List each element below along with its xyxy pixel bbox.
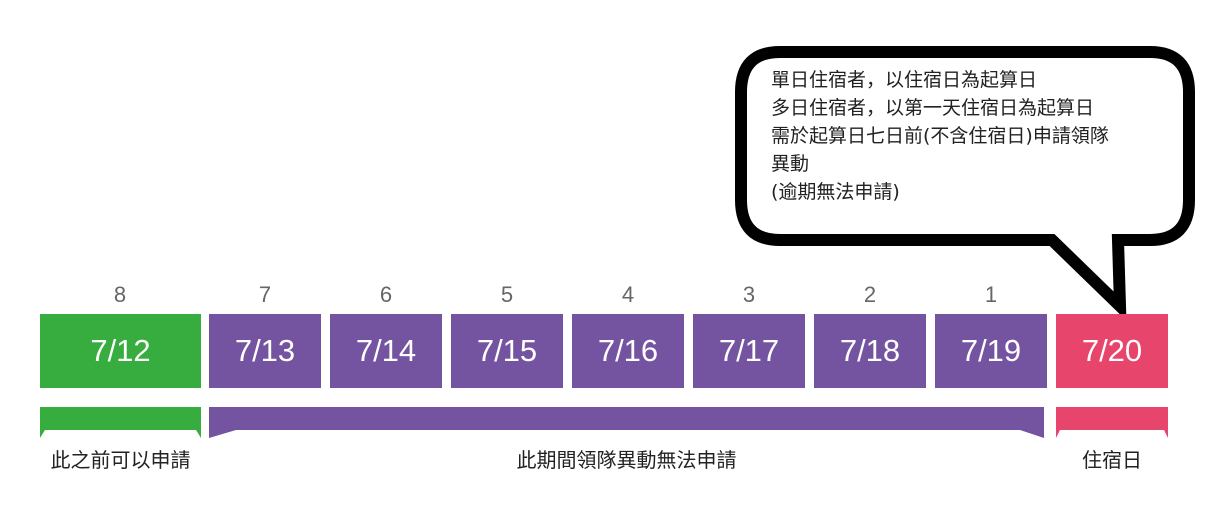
bracket-before bbox=[40, 407, 201, 438]
callout-line: 單日住宿者，以住宿日為起算日 bbox=[771, 69, 1038, 91]
callout-line: 異動 bbox=[771, 153, 810, 175]
bracket-stay bbox=[1056, 407, 1168, 438]
date-box: 7/16 bbox=[572, 314, 684, 388]
countdown-label: 4 bbox=[621, 282, 635, 307]
callout-text: 單日住宿者，以住宿日為起算日 多日住宿者，以第一天住宿日為起算日 需於起算日七日… bbox=[771, 66, 1181, 206]
callout-line: (逾期無法申請) bbox=[771, 181, 900, 203]
countdown-label: 7 bbox=[258, 282, 272, 307]
date-box: 7/14 bbox=[330, 314, 442, 388]
countdown-label: 1 bbox=[984, 282, 998, 307]
date-box: 7/19 bbox=[935, 314, 1047, 388]
date-box: 7/17 bbox=[693, 314, 805, 388]
date-box-green: 7/12 bbox=[40, 314, 201, 388]
date-box: 7/18 bbox=[814, 314, 926, 388]
countdown-label: 6 bbox=[379, 282, 393, 307]
countdown-label: 3 bbox=[742, 282, 756, 307]
date-box: 7/15 bbox=[451, 314, 563, 388]
label-stay: 住宿日 bbox=[1082, 448, 1142, 472]
countdown-label: 2 bbox=[863, 282, 877, 307]
date-box-stay: 7/20 bbox=[1056, 314, 1168, 388]
callout-line: 需於起算日七日前(不含住宿日)申請領隊 bbox=[771, 125, 1109, 147]
bracket-period bbox=[209, 407, 1044, 438]
countdown-label: 8 bbox=[113, 282, 127, 307]
label-before: 此之前可以申請 bbox=[50, 448, 191, 472]
label-period: 此期間領隊異動無法申請 bbox=[516, 448, 737, 472]
countdown-label: 5 bbox=[500, 282, 514, 307]
date-box: 7/13 bbox=[209, 314, 321, 388]
callout-line: 多日住宿者，以第一天住宿日為起算日 bbox=[771, 97, 1095, 119]
